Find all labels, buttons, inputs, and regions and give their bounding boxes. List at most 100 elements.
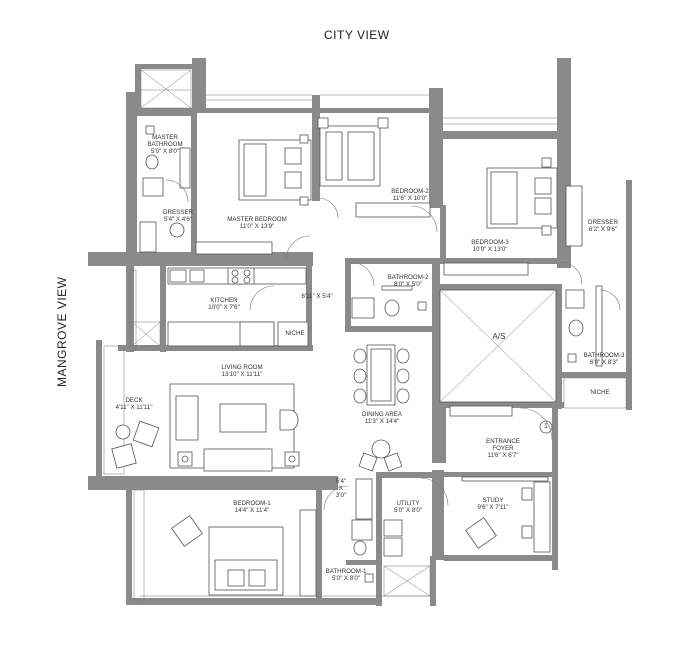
- coffee-table-icon: [219, 403, 267, 433]
- toilet-icon: [145, 154, 159, 170]
- room-master-bedroom: MASTER BEDROOM 11'0" X 13'9": [212, 216, 302, 230]
- room-kitchen: KITCHEN 10'0" X 7'6": [196, 297, 252, 311]
- room-study: STUDY 9'6" X 7'11": [470, 497, 516, 511]
- room-dim: 5'0" X 8'0": [331, 575, 361, 582]
- room-name: STUDY: [482, 497, 504, 504]
- room-bathroom-3: BATHROOM-3 6'0" X 8'3": [576, 352, 632, 366]
- outlines: [103, 69, 627, 601]
- doors: [165, 179, 621, 511]
- as-shaft: [439, 289, 557, 403]
- armchair-icon: [171, 515, 203, 547]
- room-dim: 14'4" X 11'4": [234, 507, 270, 514]
- room-name: BEDROOM-3: [471, 239, 509, 246]
- toilet-icon: [353, 540, 367, 556]
- room-dim: 6'2" X 9'6": [588, 226, 618, 233]
- room-dim: 6'0" X 8'3": [589, 359, 619, 366]
- room-dim: 11'0" X 13'9": [239, 223, 275, 230]
- room-dim: 11'6" X 10'0": [392, 195, 428, 202]
- room-name: DECK: [125, 397, 143, 404]
- room-name: NICHE: [285, 330, 305, 337]
- furniture: [111, 117, 603, 597]
- vent-icon: [145, 125, 155, 135]
- sink-icon: [351, 297, 375, 319]
- room-name: ENTRANCE FOYER: [485, 438, 521, 452]
- room-dim: 8'0" X 5'0": [393, 281, 423, 288]
- room-dim: 9'6" X 7'11": [477, 504, 509, 511]
- room-avs: A/S: [484, 332, 514, 341]
- room-name: DINING AREA: [362, 411, 402, 418]
- room-name: MASTER BATHROOM: [147, 134, 183, 148]
- wardrobe-icon: [139, 221, 157, 253]
- room-living: LIVING ROOM 13'10" X 11'11": [210, 364, 274, 378]
- room-bedroom-2: BEDROOM-2 11'6" X 10'0": [382, 188, 438, 202]
- vent-icon: [364, 573, 374, 583]
- room-bedroom-3: BEDROOM-3 10'9" X 13'0": [462, 239, 518, 253]
- wardrobe-icon: [355, 478, 373, 520]
- wardrobe-icon: [299, 509, 317, 597]
- wardrobe-icon: [565, 185, 583, 247]
- room-dresser-1: DRESSER 5'4" X 4'6": [150, 209, 206, 223]
- room-name: BATHROOM-3: [583, 352, 625, 359]
- round-table-icon: [371, 439, 391, 459]
- sink-icon: [565, 289, 585, 309]
- room-dim: 4'11" X 11'11": [115, 404, 153, 411]
- room-name: A/S: [492, 332, 506, 341]
- room-niche-kitchen: NICHE: [282, 330, 308, 337]
- room-passage: 6'11" X 5'4": [294, 293, 340, 300]
- armchair-icon: [465, 517, 497, 549]
- room-name: KITCHEN: [210, 297, 238, 304]
- sink-icon: [142, 177, 164, 197]
- sink-icon: [351, 519, 373, 541]
- wardrobe-icon: [355, 202, 431, 218]
- armchair-icon: [175, 395, 199, 441]
- room-dim: X: [338, 485, 344, 492]
- room-dim: 13'10" X 11'11": [221, 371, 263, 378]
- room-name: BATHROOM-2: [387, 274, 429, 281]
- room-name: DRESSER: [163, 209, 193, 216]
- room-dim: 5'4": [335, 478, 347, 485]
- room-deck: DECK 4'11" X 11'11": [108, 397, 160, 411]
- toilet-icon: [568, 319, 584, 337]
- room-dim: 5'4" X 4'6": [163, 216, 193, 223]
- wardrobe-icon: [443, 262, 529, 276]
- room-bathroom-1: BATHROOM-1 5'0" X 8'0": [318, 568, 374, 582]
- entrance-marker-label: 1: [544, 423, 548, 430]
- room-dim: 11'3" X 14'4": [364, 418, 400, 425]
- walls: [88, 58, 632, 606]
- room-name: BEDROOM-2: [391, 188, 429, 195]
- room-dim: 6'11" X 5'4": [301, 293, 333, 300]
- room-dim: 10'9" X 13'0": [472, 246, 508, 253]
- sofa-icon: [203, 448, 273, 472]
- wardrobe-icon: [195, 241, 273, 255]
- room-small-passage: 5'4" X 3'0": [330, 478, 352, 499]
- room-bathroom-2: BATHROOM-2 8'0" X 5'0": [380, 274, 436, 288]
- room-niche-entrance: NICHE: [582, 389, 618, 396]
- room-name: UTILITY: [396, 500, 420, 507]
- room-entrance-foyer: ENTRANCE FOYER 11'6" X 6'7": [480, 438, 526, 459]
- city-view-label: CITY VIEW: [324, 28, 390, 42]
- room-utility: UTILITY 5'0" X 8'0": [386, 500, 430, 514]
- room-dresser-2: DRESSER 6'2" X 9'6": [580, 219, 626, 233]
- room-name: NICHE: [590, 389, 610, 396]
- room-dim: 5'0" X 8'0": [393, 507, 423, 514]
- toilet-icon: [384, 299, 400, 317]
- room-dim: 3'0": [335, 492, 347, 499]
- vent-icon: [567, 353, 577, 363]
- room-dim: 5'0" X 8'0": [150, 148, 180, 155]
- chair-icon: [279, 409, 299, 431]
- vent-icon: [417, 301, 427, 311]
- room-dim: 11'6" X 6'7": [487, 452, 519, 459]
- room-name: MASTER BEDROOM: [227, 216, 287, 223]
- stove-icon: [227, 267, 255, 285]
- room-bedroom-1: BEDROOM-1 14'4" X 11'4": [224, 500, 280, 514]
- room-name: BATHROOM-1: [325, 568, 367, 575]
- room-dining: DINING AREA 11'3" X 14'4": [354, 411, 410, 425]
- room-name: LIVING ROOM: [221, 364, 263, 371]
- room-master-bathroom: MASTER BATHROOM 5'0" X 8'0": [140, 134, 190, 155]
- room-name: BEDROOM-1: [233, 500, 271, 507]
- room-name: DRESSER: [588, 219, 618, 226]
- room-dim: 10'0" X 7'6": [208, 304, 240, 311]
- mangrove-view-label: MANGROVE VIEW: [55, 276, 69, 387]
- stool-icon: [169, 222, 185, 238]
